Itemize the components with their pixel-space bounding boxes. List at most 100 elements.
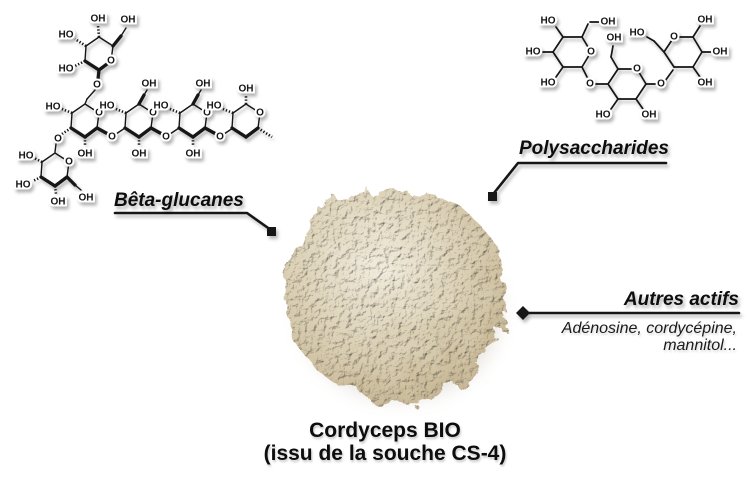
- bond-line: [96, 112, 100, 129]
- bond-line: [169, 127, 180, 135]
- oxygen-atom-label: O: [203, 108, 211, 119]
- bond-line: [230, 126, 248, 139]
- oxygen-atom-label: O: [95, 108, 103, 119]
- hydroxyl-atom-label: HO: [100, 101, 115, 112]
- callout-lines: [113, 161, 741, 320]
- bond-line: [646, 36, 655, 42]
- oxygen-atom-label: O: [216, 132, 224, 143]
- hydroxyl-atom-label: HO: [526, 47, 541, 58]
- bond-line: [555, 26, 564, 38]
- bond-line: [149, 126, 164, 136]
- bond-line: [169, 107, 181, 115]
- bond-line: [692, 51, 703, 68]
- other-actives-callout-diamond: [516, 306, 530, 320]
- bond-line: [110, 45, 114, 62]
- beta-glucans-callout-line: [113, 211, 276, 236]
- bond-line: [607, 68, 619, 85]
- bond-line: [245, 103, 261, 114]
- bond-line: [191, 93, 200, 106]
- bond-line: [124, 112, 127, 129]
- bond-line: [98, 36, 114, 47]
- bond-line: [74, 37, 87, 48]
- polysaccharides-label: Polysaccharides: [519, 138, 669, 159]
- caption: Cordyceps BIO (issu de la souche CS-4): [225, 419, 545, 465]
- oxygen-atom-label: O: [149, 108, 157, 119]
- hydroxyl-atom-label: HO: [596, 110, 611, 121]
- hydroxyl-atom-label: HO: [59, 64, 74, 75]
- bond-line: [111, 34, 123, 48]
- hydroxyl-atom-label: HO: [59, 30, 74, 41]
- hydroxyl-atom-label: OH: [121, 15, 136, 26]
- caption-title: Cordyceps BIO: [309, 419, 461, 442]
- other-actives-label: Autres actifs: [623, 289, 739, 310]
- bond-line: [83, 126, 99, 139]
- bond-line: [552, 51, 564, 68]
- bond-line: [692, 36, 703, 53]
- bond-line: [232, 103, 247, 114]
- bond-line: [197, 89, 202, 96]
- hydroxyl-atom-label: HO: [630, 28, 645, 39]
- bond-line: [581, 51, 592, 68]
- other-actives-callout-line: [516, 306, 741, 320]
- hydroxyl-atom-label: OH: [642, 110, 657, 121]
- other-actives-subline-2: mannitol...: [663, 337, 737, 354]
- bond-line: [581, 66, 588, 78]
- beta-glucans-callout-dot: [267, 227, 276, 236]
- powder-mound: [286, 187, 506, 403]
- bond-line: [610, 98, 619, 110]
- hydroxyl-atom-label: OH: [698, 78, 713, 89]
- bond-line: [74, 184, 82, 191]
- polysaccharides-callout-line: [488, 161, 668, 201]
- bond-line: [74, 59, 86, 68]
- bond-line: [137, 126, 153, 139]
- beta-glucans-leader: [113, 211, 273, 232]
- polysaccharides-leader: [492, 161, 668, 195]
- bond-line: [204, 112, 208, 129]
- bond-line: [96, 68, 101, 81]
- bond-line: [607, 83, 619, 100]
- bond-line: [69, 126, 87, 139]
- hydroxyl-atom-label: OH: [142, 79, 157, 90]
- hydroxyl-atom-label: OH: [79, 193, 94, 204]
- bond-line: [692, 66, 701, 78]
- oxygen-atom-label: O: [586, 79, 594, 90]
- other-actives-sublabel: Adénosine, cordycépine, mannitol...: [487, 320, 737, 354]
- bond-line: [257, 126, 273, 139]
- hydroxyl-atom-label: OH: [239, 84, 254, 95]
- bond-line: [83, 59, 101, 72]
- bond-line: [244, 126, 260, 139]
- bond-line: [143, 89, 148, 96]
- other-actives-subline-1: Adénosine, cordycépine,: [561, 320, 737, 337]
- bond-line: [53, 175, 69, 188]
- bond-line: [125, 103, 140, 114]
- hydroxyl-atom-label: HO: [154, 101, 169, 112]
- oxygen-atom-label: O: [93, 80, 101, 91]
- bond-line: [177, 126, 195, 139]
- bond-line: [635, 83, 647, 100]
- bond-line: [581, 36, 592, 53]
- hydroxyl-atom-label: OH: [51, 197, 66, 208]
- bond-line: [138, 103, 154, 114]
- hydroxyl-atom-label: HO: [19, 151, 34, 162]
- bond-line: [115, 127, 126, 135]
- oxygen-atom-label: O: [633, 64, 641, 75]
- bond-line: [191, 126, 207, 139]
- bond-line: [653, 40, 665, 53]
- bond-line: [178, 112, 181, 129]
- hydroxyl-atom-label: OH: [78, 149, 93, 160]
- bond-line: [610, 56, 619, 70]
- bond-line: [203, 126, 218, 136]
- bond-line: [692, 25, 701, 38]
- bond-line: [54, 143, 57, 153]
- oxygen-atom-label: O: [162, 132, 170, 143]
- bond-line: [53, 185, 58, 195]
- bond-line: [635, 98, 644, 110]
- hydroxyl-atom-label: OH: [601, 17, 616, 28]
- bond-line: [222, 107, 234, 115]
- polysaccharides-callout-dot: [488, 192, 497, 201]
- bond-line: [120, 27, 127, 37]
- bond-line: [85, 36, 100, 47]
